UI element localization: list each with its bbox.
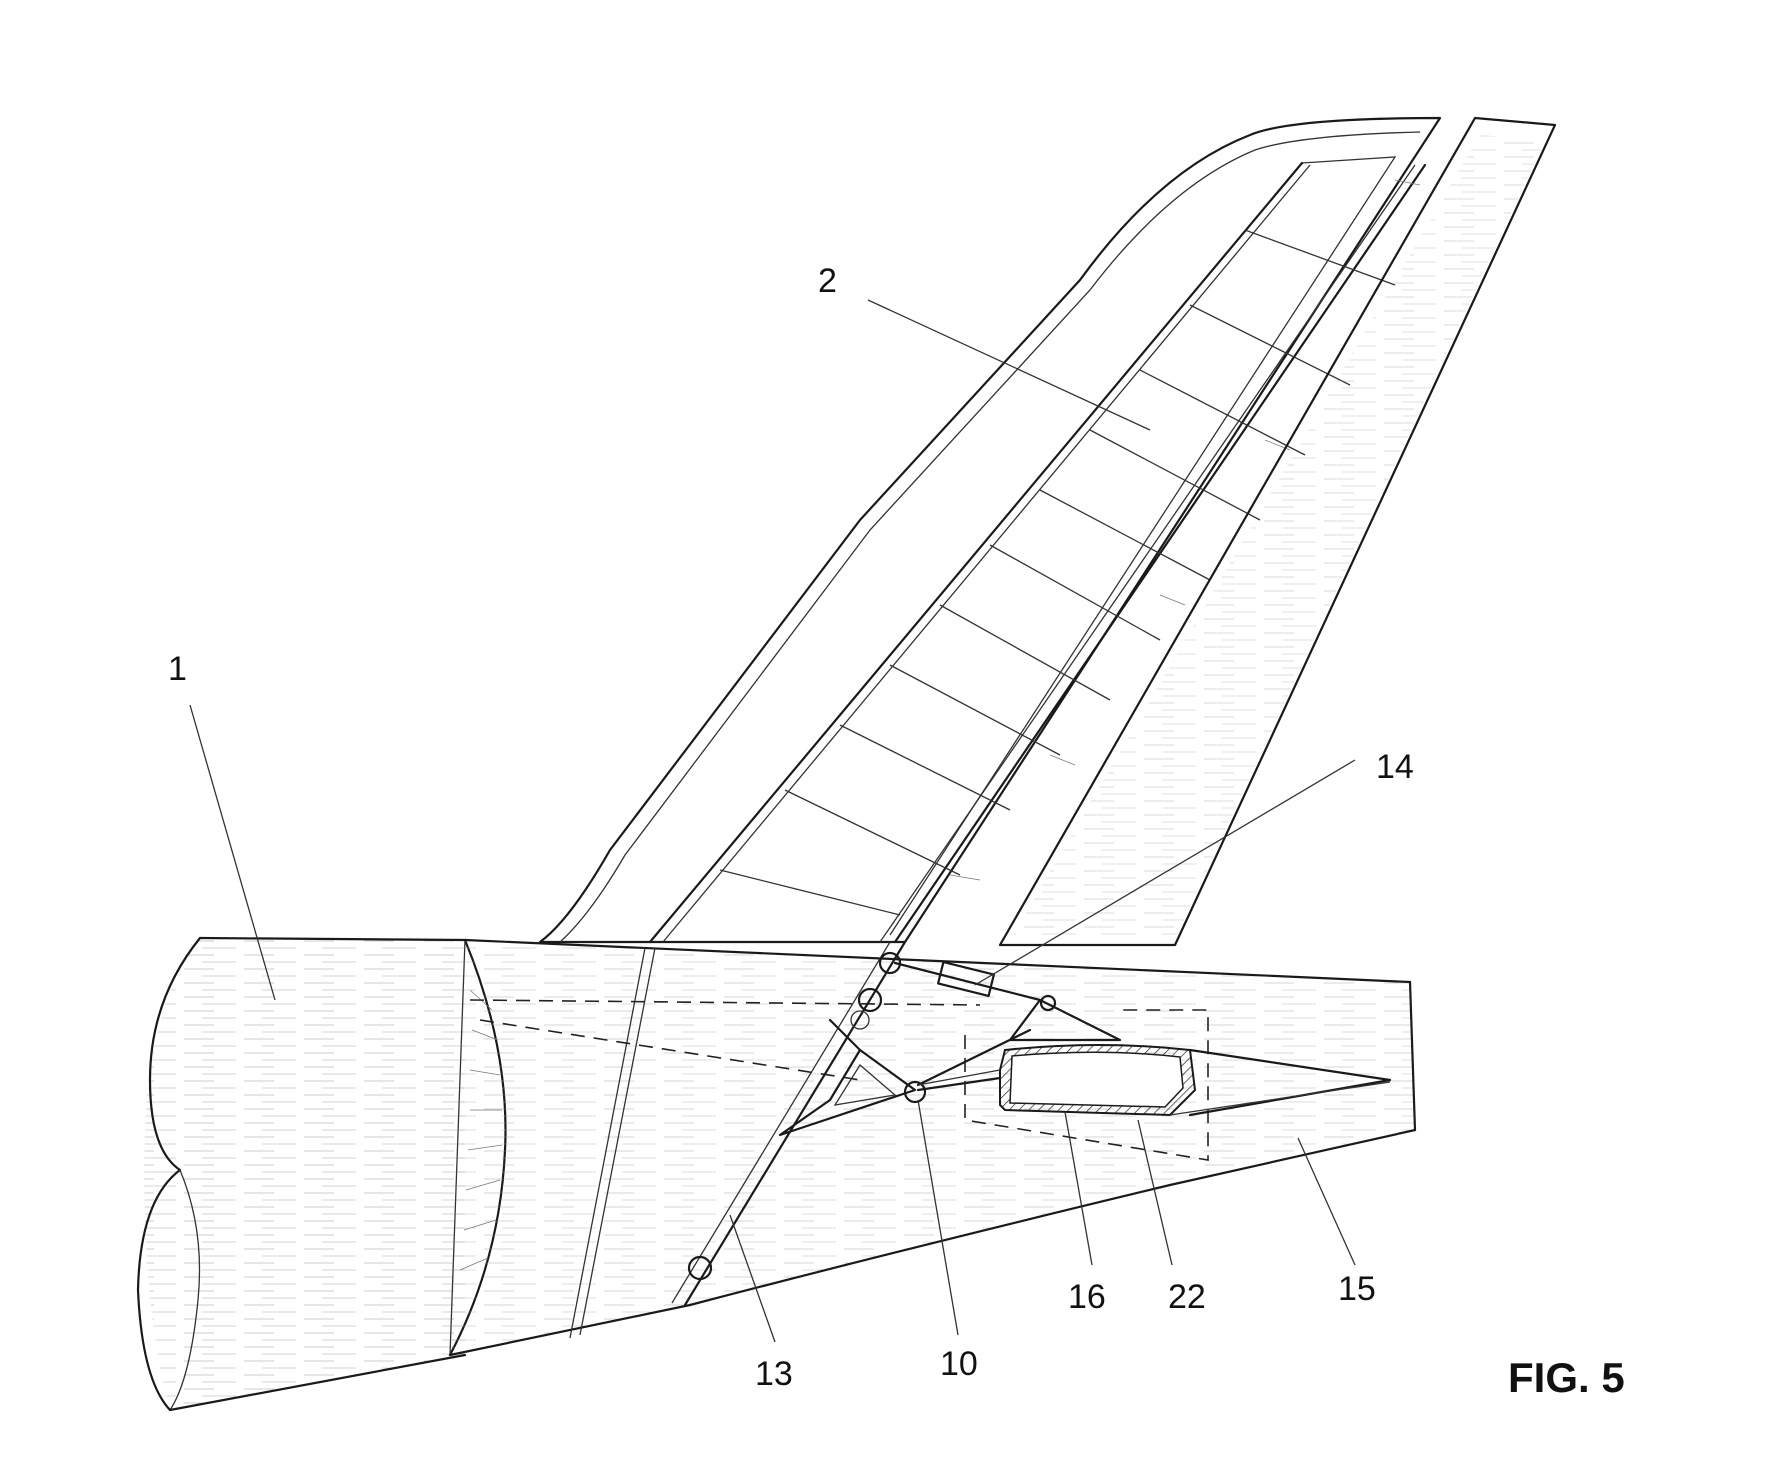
tail-cone-top — [463, 938, 1412, 984]
fuselage-bottom-edge — [168, 1353, 467, 1412]
tail-cone-end — [1408, 980, 1417, 1132]
front-spar-inner — [662, 164, 1311, 943]
tail-cone-frame-line-2 — [569, 947, 646, 1339]
hinge-fitting-3 — [850, 1010, 870, 1030]
tail-cone — [448, 938, 1417, 1357]
tailplane-root-link — [917, 1069, 1001, 1086]
label-16: 16 — [1068, 1278, 1106, 1316]
leader-10 — [917, 1099, 959, 1336]
label-22: 22 — [1168, 1278, 1206, 1316]
leader-15 — [1297, 1137, 1356, 1266]
tail-cone-frame-line — [579, 947, 656, 1336]
label-1: 1 — [168, 650, 187, 688]
stabilizer-outline — [538, 116, 1442, 944]
pivot-10 — [903, 1080, 927, 1104]
actuation-mechanism — [687, 951, 1392, 1281]
fuselage — [136, 936, 507, 1412]
tailplane-box-inner — [1009, 1051, 1184, 1108]
figure-caption: FIG. 5 — [1508, 1354, 1625, 1401]
tail-cone-shading — [450, 940, 1415, 1355]
fuselage-front-inner-ellipse — [169, 1169, 201, 1411]
hidden-line-lower — [479, 1019, 861, 1081]
bell-crank — [1008, 998, 1122, 1042]
hinge-fitting-2 — [857, 987, 883, 1013]
actuator-body — [937, 960, 995, 998]
rear-spar-lower-inner — [671, 941, 891, 1304]
label-13: 13 — [755, 1355, 793, 1393]
label-14: 14 — [1376, 748, 1414, 786]
leader-lines — [189, 299, 1356, 1343]
rear-spar-inner — [879, 164, 1416, 943]
rudder-shading — [1010, 135, 1545, 940]
leader-1 — [189, 704, 276, 1001]
leader-14 — [974, 759, 1356, 986]
leader-22 — [1137, 1119, 1173, 1266]
triangular-lever-inner — [833, 1064, 897, 1106]
leader-2 — [867, 299, 1151, 431]
hinge-fitting-top — [878, 951, 902, 975]
leader-16 — [1064, 1111, 1093, 1266]
label-15: 15 — [1338, 1270, 1376, 1308]
tail-cone-lower-edge — [448, 1303, 692, 1357]
bell-crank-pivot — [1039, 994, 1057, 1012]
triangular-lever — [778, 1048, 917, 1137]
actuator-rod — [893, 961, 1042, 1002]
push-rod-lower — [916, 1076, 1002, 1092]
leader-13 — [729, 1214, 776, 1343]
fuselage-shading — [144, 938, 465, 1410]
tail-cone-bottom — [688, 1128, 1417, 1307]
rudder-outline — [998, 116, 1557, 947]
horizontal-tailplane — [1188, 1048, 1392, 1117]
label-2: 2 — [818, 262, 837, 300]
rudder — [998, 116, 1557, 947]
horizontal-tailplane-lower — [1169, 1081, 1391, 1116]
label-10: 10 — [940, 1345, 978, 1383]
hidden-box — [964, 1009, 1209, 1161]
stabilizer-skin-inner — [889, 156, 1397, 936]
fuselage-top-edge — [198, 936, 467, 942]
hidden-line-upper — [469, 999, 981, 1006]
lever-arm — [828, 1018, 862, 1052]
push-rod-upper — [916, 1028, 1032, 1087]
stabilizer-ribs — [719, 229, 1396, 916]
stabilizer-inner-outline — [559, 131, 1421, 943]
front-spar — [648, 161, 1304, 944]
reference-labels: 1 2 14 13 10 16 22 15 FIG. 5 — [168, 262, 1625, 1401]
hinge-fitting-bottom — [687, 1255, 713, 1281]
